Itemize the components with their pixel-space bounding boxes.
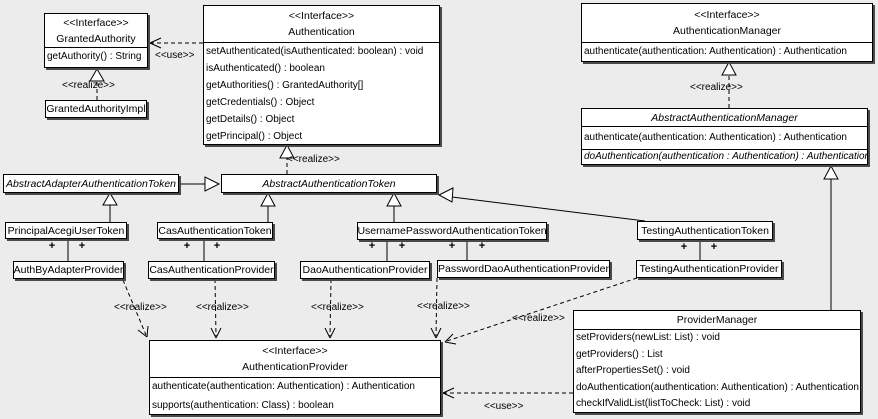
association-plus: + xyxy=(48,240,56,252)
association-plus: + xyxy=(680,241,688,253)
method: setProviders(newList: List) : void xyxy=(576,332,720,343)
method: getAuthority() : String xyxy=(47,51,142,62)
class-name: GrantedAuthority xyxy=(56,32,136,45)
class-name: CasAuthenticationProvider xyxy=(149,264,274,276)
class-name: AuthenticationProvider xyxy=(242,361,348,373)
generalization-provider-manager xyxy=(823,164,839,310)
class-name: UsernamePasswordAuthenticationToken xyxy=(357,225,547,237)
use-label: <<use>> xyxy=(155,50,195,61)
class-testing-authentication-token[interactable]: TestingAuthenticationToken xyxy=(637,221,773,240)
method: getCredentials() : Object xyxy=(206,97,315,108)
stereotype: <<Interface>> xyxy=(262,345,328,357)
class-authentication[interactable]: <<Interface>> Authentication setAuthenti… xyxy=(203,5,440,145)
class-cas-authentication-token[interactable]: CasAuthenticationToken xyxy=(157,222,273,239)
realize-password-dao-provider xyxy=(430,277,442,339)
class-testing-authentication-provider[interactable]: TestingAuthenticationProvider xyxy=(636,260,782,278)
class-name: PrincipalAcegiUserToken xyxy=(7,224,125,237)
class-granted-authority-impl[interactable]: GrantedAuthorityImpl xyxy=(45,100,147,118)
method: getProviders() : List xyxy=(576,348,663,360)
class-auth-by-adapter-provider[interactable]: AuthByAdapterProvider xyxy=(13,261,124,279)
method: doAuthentication(authentication : Authen… xyxy=(582,149,867,162)
generalization-username-token xyxy=(386,191,402,222)
class-name: DaoAuthenticationProvider xyxy=(302,264,428,276)
realize-label: <<realize>> xyxy=(62,80,115,91)
method: checkIfValidList(listToCheck: List) : vo… xyxy=(576,398,751,410)
class-name: AuthenticationManager xyxy=(673,25,781,37)
stereotype: <<Interface>> xyxy=(694,9,760,21)
use-authentication-granted-authority xyxy=(149,37,203,49)
association-plus: + xyxy=(710,241,718,253)
realize-abstract-manager xyxy=(721,60,737,108)
generalization-adapter-to-abstract-token xyxy=(179,176,221,192)
class-password-dao-authentication-provider[interactable]: PasswordDaoAuthenticationProvider xyxy=(437,260,610,278)
class-granted-authority[interactable]: <<Interface>> GrantedAuthority getAuthor… xyxy=(44,13,148,68)
class-abstract-authentication-manager[interactable]: AbstractAuthenticationManager authentica… xyxy=(581,108,868,165)
realize-label: <<realize>> xyxy=(690,82,743,93)
use-provider-manager xyxy=(442,387,573,399)
method: authenticate(authentication: Authenticat… xyxy=(584,46,847,57)
method: doAuthentication(authentication: Authent… xyxy=(576,381,859,393)
method: supports(authentication: Class) : boolea… xyxy=(152,399,334,411)
realize-label: <<realize>> xyxy=(196,302,249,313)
realize-label: <<realize>> xyxy=(512,313,565,324)
class-authentication-provider[interactable]: <<Interface>> AuthenticationProvider aut… xyxy=(149,340,441,415)
class-abstract-authentication-token[interactable]: AbstractAuthenticationToken xyxy=(221,174,437,193)
generalization-cas-token xyxy=(260,191,276,222)
class-name: AbstractAuthenticationManager xyxy=(651,111,798,124)
class-name: GrantedAuthorityImpl xyxy=(46,103,146,115)
class-principal-acegi-user-token[interactable]: PrincipalAcegiUserToken xyxy=(5,222,127,239)
class-name: TestingAuthenticationProvider xyxy=(639,263,779,275)
method: authenticate(authentication: Authenticat… xyxy=(152,381,415,392)
association-plus: + xyxy=(478,240,486,252)
association-plus: + xyxy=(398,240,406,252)
class-name: Authentication xyxy=(288,26,355,38)
method: authenticate(authentication: Authenticat… xyxy=(584,132,847,143)
class-name: TestingAuthenticationToken xyxy=(641,224,769,237)
class-authentication-manager[interactable]: <<Interface>> AuthenticationManager auth… xyxy=(581,3,873,62)
class-name: CasAuthenticationToken xyxy=(158,224,272,237)
method: setAuthenticated(isAuthenticated: boolea… xyxy=(206,46,424,57)
generalization-principal-to-adapter-token xyxy=(102,192,118,222)
method: afterPropertiesSet() : void xyxy=(576,365,690,377)
association-plus: + xyxy=(183,240,191,252)
class-name: AbstractAuthenticationToken xyxy=(262,177,396,190)
method: isAuthenticated() : boolean xyxy=(206,63,325,74)
class-cas-authentication-provider[interactable]: CasAuthenticationProvider xyxy=(148,261,275,279)
method: getPrincipal() : Object xyxy=(206,131,303,142)
realize-label: <<realize>> xyxy=(114,302,167,313)
method: getDetails() : Object xyxy=(206,114,295,125)
use-label: <<use>> xyxy=(484,401,524,412)
class-name: PasswordDaoAuthenticationProvider xyxy=(438,263,610,275)
class-name: AuthByAdapterProvider xyxy=(13,264,124,276)
realize-abstract-token xyxy=(279,143,295,174)
association-plus: + xyxy=(448,240,456,252)
class-name: AbstractAdapterAuthenticationToken xyxy=(5,177,177,190)
class-abstract-adapter-authentication-token[interactable]: AbstractAdapterAuthenticationToken xyxy=(3,174,179,193)
realize-label: <<realize>> xyxy=(287,154,340,165)
association-plus: + xyxy=(368,240,376,252)
realize-auth-by-adapter-provider xyxy=(122,279,149,338)
class-provider-manager[interactable]: ProviderManager setProviders(newList: Li… xyxy=(573,310,861,413)
association-plus: + xyxy=(78,240,86,252)
class-username-password-authentication-token[interactable]: UsernamePasswordAuthenticationToken xyxy=(357,222,547,240)
realize-cas-provider xyxy=(210,278,222,339)
realize-dao-provider xyxy=(324,278,336,339)
class-dao-authentication-provider[interactable]: DaoAuthenticationProvider xyxy=(300,261,430,279)
realize-label: <<realize>> xyxy=(417,301,470,312)
association-plus: + xyxy=(213,240,221,252)
generalization-testing-token xyxy=(437,187,646,222)
stereotype: <<Interface>> xyxy=(63,16,129,29)
realize-testing-provider xyxy=(444,277,638,345)
realize-granted-authority-impl xyxy=(89,68,105,100)
method: getAuthorities() : GrantedAuthority[] xyxy=(206,80,364,91)
stereotype: <<Interface>> xyxy=(288,10,355,22)
realize-label: <<realize>> xyxy=(311,302,364,313)
class-name: ProviderManager xyxy=(676,314,758,326)
